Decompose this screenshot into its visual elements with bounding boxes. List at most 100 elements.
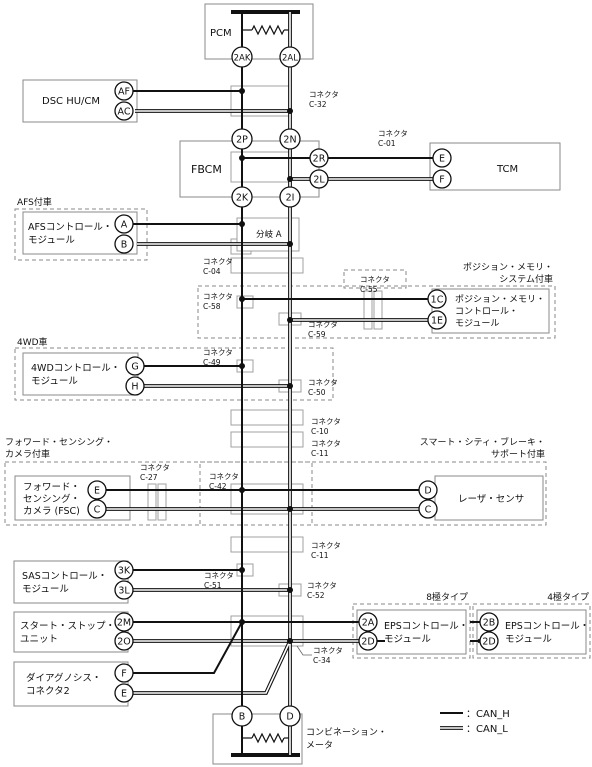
pin-label: 2B: [483, 618, 496, 629]
connector-block: [230, 409, 304, 426]
position-box: [431, 288, 550, 334]
fwd4-group-frame: [14, 347, 334, 401]
pin-label: 1E: [431, 316, 443, 327]
connector-block: [157, 483, 167, 521]
pin-circle: [432, 169, 452, 189]
pin-dsc-l: AC: [114, 101, 134, 121]
diag-box: [13, 661, 129, 707]
connector-label-c59: C-59: [308, 330, 326, 339]
pin-circle: [309, 169, 329, 189]
pin-label: 2D: [482, 637, 495, 648]
fbcm-label: FBCM: [191, 163, 222, 176]
fwd4-label-1: 4WDコントロール・: [31, 363, 120, 374]
afs-group-label: AFS付車: [17, 196, 52, 208]
pin-label: B: [121, 240, 128, 251]
position-group-frame: [197, 285, 556, 339]
fwd4-group-label: 4WD車: [17, 336, 48, 348]
diag-label-2: コネクタ2: [26, 686, 70, 697]
connector-block: [230, 431, 304, 448]
fsc-label-2: センシング・: [23, 493, 80, 505]
connector-label-c55: C-55: [360, 285, 378, 294]
pin-fbcm-bot-l: 2I: [279, 186, 301, 208]
scbs-group-frame: [199, 461, 547, 526]
pin-pcm-h: 2AK: [231, 46, 253, 68]
pin-afs-l: B: [114, 234, 134, 254]
pin-label: 2AK: [234, 54, 251, 64]
pin-circle: [87, 499, 107, 519]
c34-leader-line: [296, 645, 312, 656]
connector-label-c01: C-01: [378, 139, 396, 148]
diag-label-1: ダイアグノシス・: [26, 672, 101, 684]
pin-combi-l: D: [279, 705, 301, 727]
pin-label: C: [425, 505, 432, 516]
pin-label: 2O: [117, 637, 131, 648]
pin-fsc-h: E: [87, 480, 107, 500]
eps4-group-label: 4極タイプ: [547, 591, 589, 603]
pin-circle: [87, 480, 107, 500]
combi-label-2: メータ: [306, 740, 333, 751]
eps8-group-frame: [352, 603, 471, 659]
sas-label-2: モジュール: [22, 584, 69, 595]
combi-resistor: [251, 732, 285, 744]
pin-fwd4-l: H: [125, 376, 145, 396]
fsc-group-label-1: フォワード・センシング・: [5, 436, 113, 448]
connector-label-c52: コネクタ: [307, 581, 337, 590]
eps4-group-frame: [472, 603, 591, 659]
pin-circle: [114, 612, 134, 632]
pin-sas-l: 3L: [114, 580, 134, 600]
pin-label: 2K: [236, 193, 249, 204]
pin-circle: [114, 101, 134, 121]
pin-combi-h: B: [231, 705, 253, 727]
legend-can-l-label: ：CAN_L: [466, 724, 508, 735]
pin-label: E: [94, 486, 100, 497]
pin-label: 3L: [118, 586, 130, 597]
pin-circle: [114, 631, 134, 651]
connector-label-c34: コネクタ: [313, 646, 343, 655]
pin-eps4-h: 2B: [479, 612, 499, 632]
connector-label-c10: C-10: [311, 427, 329, 436]
connector-label-c51: C-51: [204, 581, 222, 590]
connector-label-c04: C-04: [203, 267, 221, 276]
junction-dots: [239, 88, 293, 644]
pin-label: A: [121, 220, 128, 231]
pin-label: D: [286, 712, 293, 723]
pin-laser-h: D: [418, 480, 438, 500]
afs-label-2: モジュール: [28, 235, 75, 246]
pin-circle: [231, 705, 253, 727]
connector-label-c10: コネクタ: [311, 417, 341, 426]
pin-tcm-l: F: [432, 169, 452, 189]
connector-label-c42: コネクタ: [209, 472, 239, 481]
pin-circle: [114, 81, 134, 101]
pin-label: 2L: [313, 175, 325, 186]
pin-pcm-l: 2AL: [279, 46, 301, 68]
pin-ss-l: 2O: [114, 631, 134, 651]
pin-circle: [114, 580, 134, 600]
connector-labels: コネクタ C-32 コネクタ C-01 コネクタ C-04 コネクタ C-55 コネクタ C-58…: [140, 90, 408, 665]
pin-fwd4-h: G: [125, 356, 145, 376]
pin-tcm-h: E: [432, 148, 452, 168]
connector-label-c49: C-49: [203, 358, 221, 367]
pin-label: F: [121, 669, 126, 680]
connector-label-c27: C-27: [140, 473, 158, 482]
pin-label: AC: [118, 107, 131, 118]
afs-label-1: AFSコントロール・: [28, 222, 112, 233]
pcm-label: PCM: [210, 28, 232, 39]
pin-eps8-h: 2A: [358, 612, 378, 632]
tcm-label: TCM: [496, 164, 518, 175]
pin-label: 2P: [236, 135, 248, 146]
connector-label-c27: コネクタ: [140, 463, 170, 472]
connector-label-c58: C-58: [203, 302, 221, 311]
pin-circle: [114, 214, 134, 234]
connector-label-c50: C-50: [308, 388, 326, 397]
startstop-box: [13, 611, 129, 653]
pin-circle: [432, 148, 452, 168]
pin-label: 2D: [361, 637, 374, 648]
pin-pos-h: 1C: [427, 289, 447, 309]
connector-label-c52: C-52: [307, 591, 325, 600]
fsc-label-3: カメラ (FSC): [23, 506, 80, 517]
connector-label-c32: C-32: [309, 100, 327, 109]
pin-diag-l: E: [114, 683, 134, 703]
fsc-box: [14, 475, 131, 521]
fwd4-box: [22, 352, 139, 396]
